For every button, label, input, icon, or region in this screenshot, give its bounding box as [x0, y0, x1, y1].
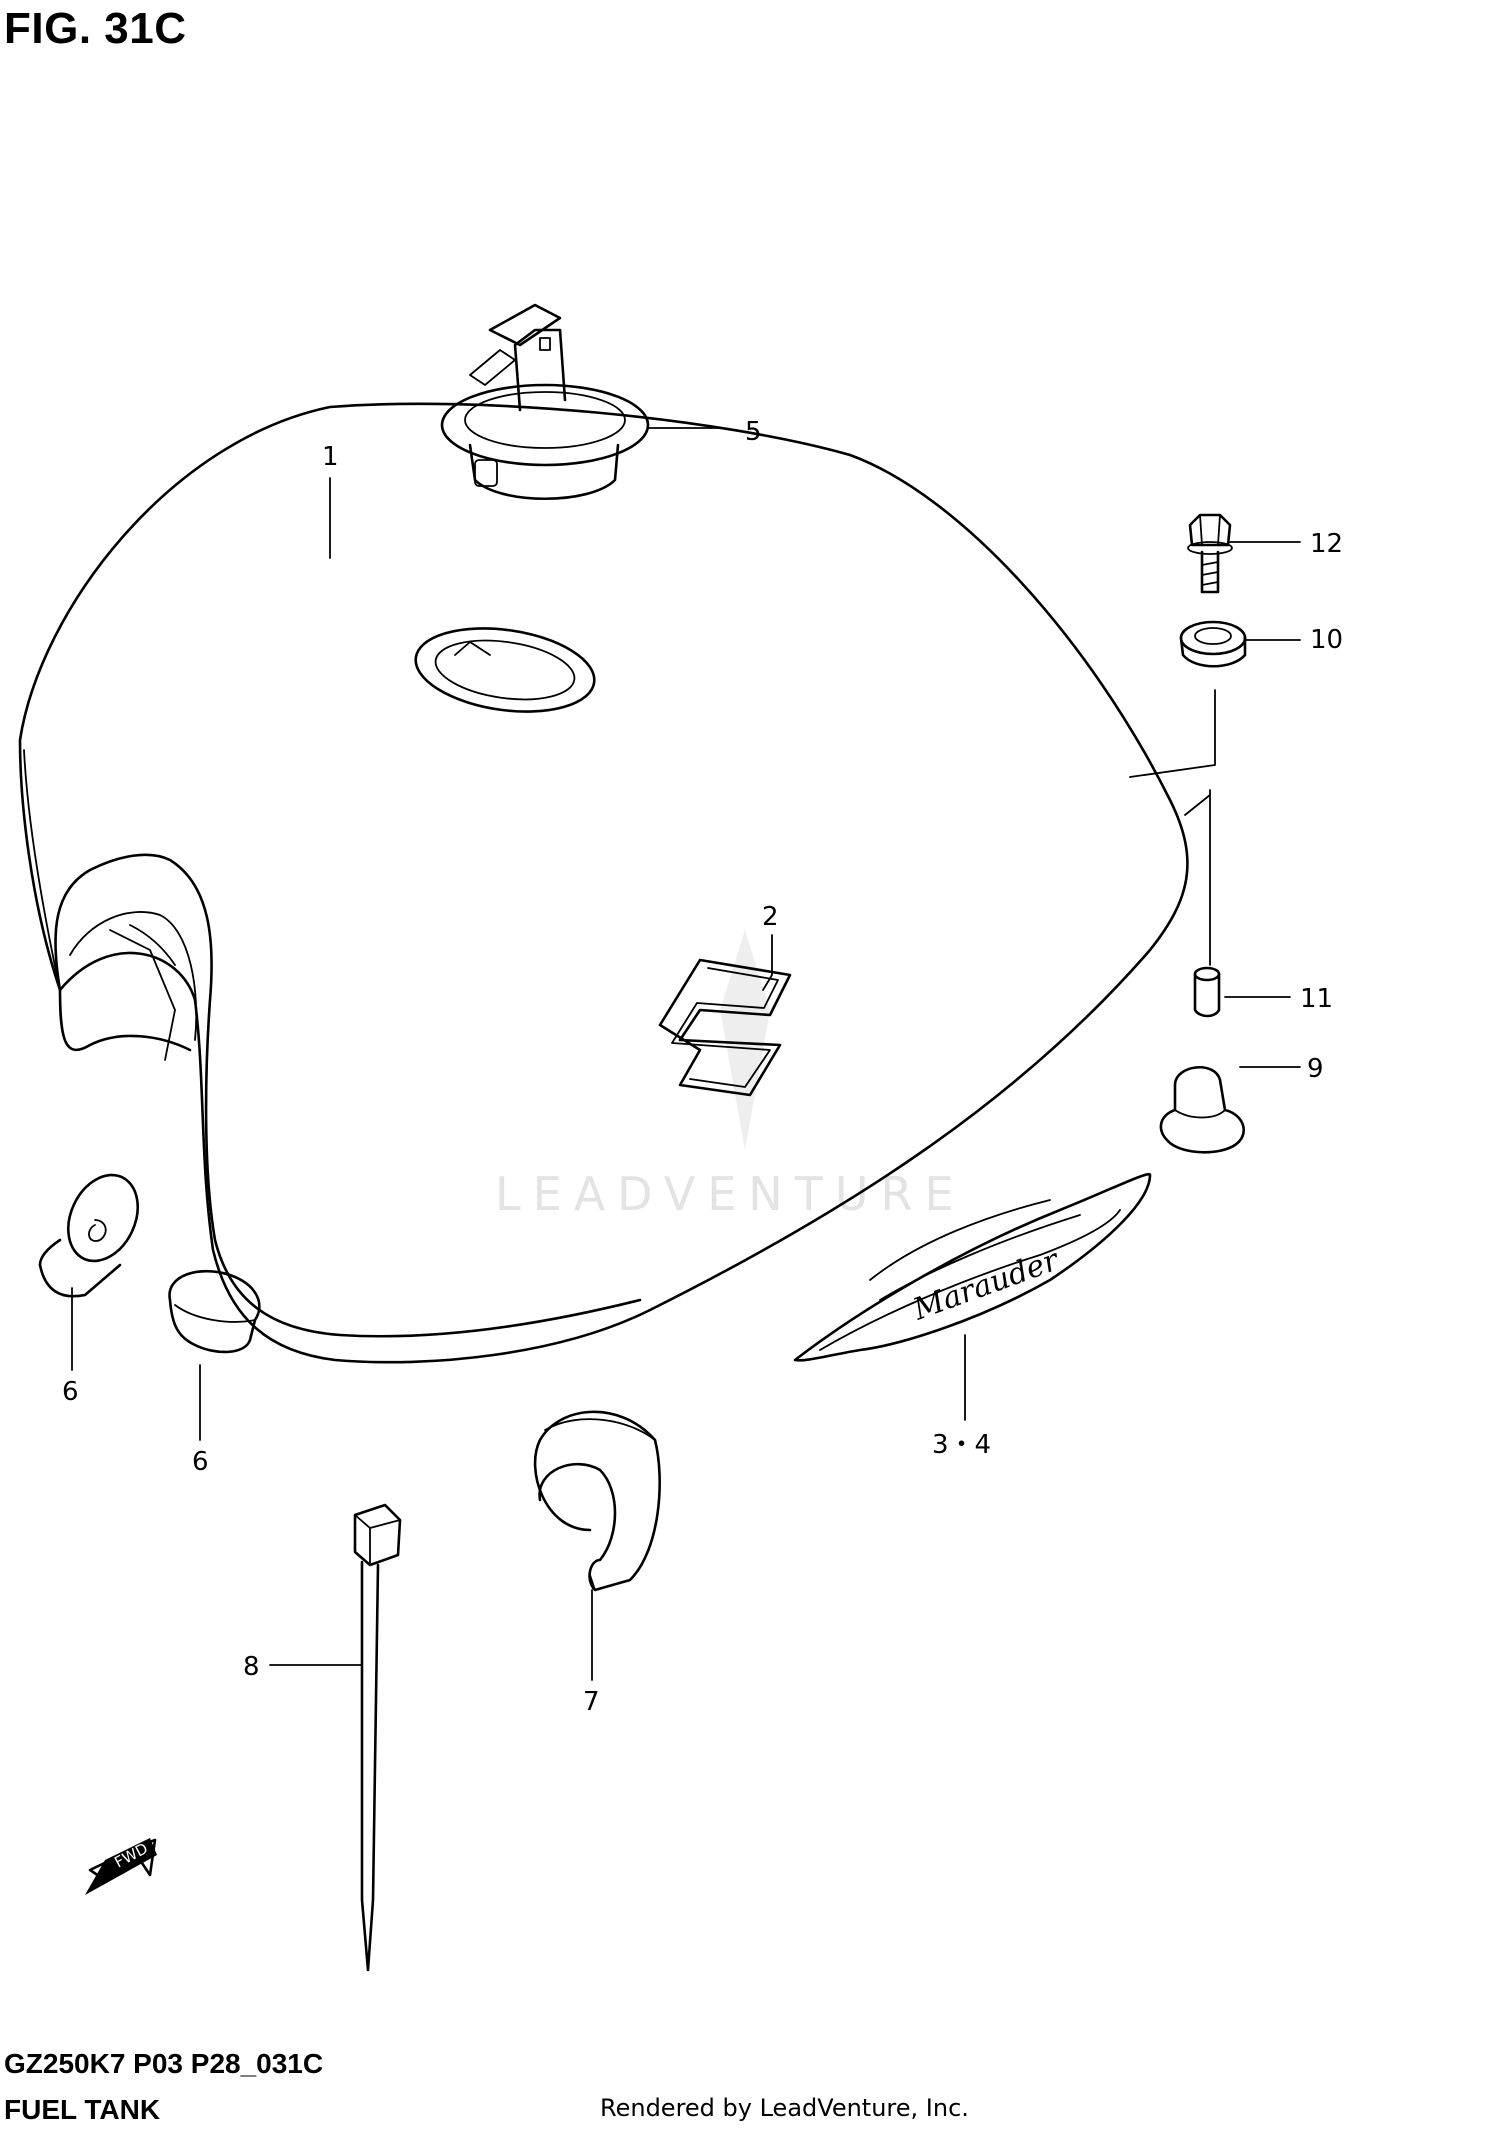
callout-5: 5	[745, 417, 762, 447]
callout-6a: 6	[62, 1377, 79, 1407]
clamp	[533, 1410, 661, 1592]
grommet	[1179, 620, 1247, 668]
rubber-mount	[1159, 1065, 1245, 1154]
callout-6b: 6	[192, 1447, 209, 1477]
figure-name: FUEL TANK	[4, 2094, 161, 2125]
cushion-6a	[38, 1173, 139, 1298]
leader-lines	[71, 427, 1301, 1681]
collar	[1193, 966, 1221, 1018]
callout-11: 11	[1300, 984, 1333, 1014]
callout-2: 2	[762, 902, 779, 932]
callout-12: 12	[1310, 529, 1343, 559]
watermark-text: LEADVENTURE	[495, 1167, 966, 1221]
callout-labels: 1 5 12 10 2 11 9 3・4 6 6 7 8	[62, 417, 1343, 1717]
watermark: LEADVENTURE	[495, 930, 966, 1221]
callout-1: 1	[322, 442, 339, 472]
callout-8: 8	[243, 1652, 260, 1682]
callout-9: 9	[1307, 1054, 1324, 1084]
bolt	[1187, 513, 1233, 594]
callout-10: 10	[1310, 625, 1343, 655]
fuel-cap-with-key	[440, 303, 650, 500]
callout-7: 7	[583, 1687, 600, 1717]
fuel-tank-body	[18, 402, 1189, 1364]
tank-emblem-s	[658, 958, 792, 1097]
cushion-6b	[168, 1269, 261, 1354]
cable-tie	[353, 1503, 402, 1972]
figure-title: FIG. 31C	[4, 4, 187, 53]
callout-3-4: 3・4	[932, 1430, 991, 1460]
fwd-arrow-icon: FWD	[85, 1838, 157, 1895]
figure-code: GZ250K7 P03 P28_031C	[4, 2048, 324, 2079]
render-credit: Rendered by LeadVenture, Inc.	[600, 2094, 969, 2122]
